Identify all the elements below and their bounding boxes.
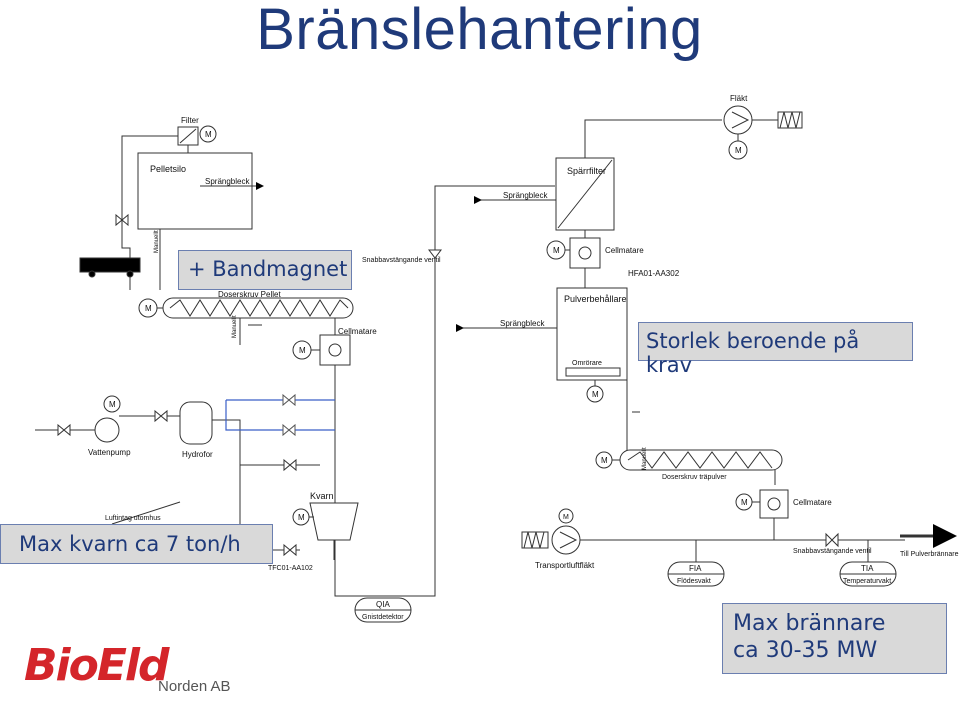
hydrofor — [179, 401, 213, 445]
label-cellmatare-3: Cellmatare — [793, 498, 832, 507]
label-cellmatare-2: Cellmatare — [605, 246, 644, 255]
label-transportluftflakt: Transportluftfläkt — [535, 561, 595, 570]
truck-icon — [79, 257, 141, 273]
label-kvarn-motor: M — [298, 513, 305, 522]
label-sprangbleck-filter: Sprängbleck — [503, 191, 548, 200]
vattenpump — [94, 417, 120, 443]
label-sparrfilter: Spärrfilter — [567, 166, 606, 176]
bioeld-logo: BioEld Norden AB — [18, 640, 238, 704]
label-sprangbleck-silo: Sprängbleck — [205, 177, 250, 186]
label-screw-motor: M — [145, 304, 152, 313]
label-flakt: Fläkt — [730, 94, 748, 103]
cellmatare-1 — [319, 334, 351, 366]
page-title: Bränslehantering — [256, 0, 703, 62]
callout-brannare-line2: ca 30-35 MW — [733, 638, 878, 663]
label-manuellt-silo: Manuellt — [154, 230, 160, 253]
label-pump-motor: M — [109, 400, 116, 409]
label-manuellt-trapulver: Manuellt — [642, 447, 648, 470]
label-transportfan-motor: M — [563, 514, 569, 521]
label-flakt-motor: M — [735, 146, 742, 155]
label-omrorare-motor: M — [592, 390, 599, 399]
logo-subtitle: Norden AB — [158, 678, 231, 695]
label-cellmatare-2-motor: M — [553, 246, 560, 255]
logo-eld: Eld — [96, 640, 170, 691]
label-tia: TIA — [861, 564, 874, 573]
label-cellmatare-1-motor: M — [299, 346, 306, 355]
cellmatare-3 — [759, 489, 789, 519]
pulverbehallare — [556, 287, 628, 381]
logo-wordmark: BioEld — [24, 640, 170, 691]
label-cellmatare-3-motor: M — [741, 498, 748, 507]
label-sprangbleck-behallare: Sprängbleck — [500, 319, 545, 328]
label-omrorare: Omrörare — [572, 360, 602, 367]
label-pulverbehallare: Pulverbehållare — [564, 294, 627, 304]
cellmatare-2 — [569, 237, 601, 269]
callout-brannare: Max brännare ca 30-35 MW — [722, 603, 947, 674]
label-kvarn: Kvarn — [310, 491, 334, 501]
label-gnistdetektor: Gnistdetektor — [362, 614, 404, 621]
callout-kvarn: Max kvarn ca 7 ton/h — [0, 524, 273, 564]
label-qia: QIA — [376, 600, 390, 609]
label-trapulver-motor: M — [601, 456, 608, 465]
callout-bandmagnet: + Bandmagnet — [178, 250, 352, 290]
pelletsilo-tank — [137, 152, 253, 230]
label-vattenpump: Vattenpump — [88, 448, 131, 457]
label-snabbventil-2: Snabbavstängande ventil — [793, 548, 872, 555]
label-hydrofor: Hydrofor — [182, 450, 213, 459]
callout-storlek: Storlek beroende på krav — [638, 322, 913, 377]
label-pelletsilo: Pelletsilo — [150, 164, 186, 174]
label-snabbventil-1: Snabbavstängande ventil — [362, 257, 441, 264]
label-cellmatare-1: Cellmatare — [338, 327, 377, 336]
label-hfa01: HFA01-AA302 — [628, 269, 680, 278]
label-filter-motor: M — [205, 130, 212, 139]
logo-bio: Bio — [24, 640, 99, 691]
label-doserskruv-trapulver: Doserskruv träpulver — [662, 474, 727, 481]
callout-brannare-line1: Max brännare — [733, 611, 886, 636]
filter-motor — [199, 125, 217, 143]
label-manuellt-screw: Manuellt — [232, 315, 238, 338]
label-tfc01: TFC01-AA102 — [268, 565, 313, 572]
transportluftflakt — [551, 525, 581, 555]
label-doserskruv-pellet: Doserskruv Pellet — [218, 290, 281, 299]
kvarn — [309, 502, 359, 541]
label-fia: FIA — [689, 564, 702, 573]
label-filter: Filter — [181, 116, 199, 125]
label-flodesvakt: Flödesvakt — [677, 578, 711, 585]
label-temperaturvakt: Temperaturvakt — [843, 578, 891, 585]
label-till-pulverbrannare: Till Pulverbrännare — [900, 551, 959, 558]
label-luftintag: Luftintag utomhus — [105, 515, 161, 522]
